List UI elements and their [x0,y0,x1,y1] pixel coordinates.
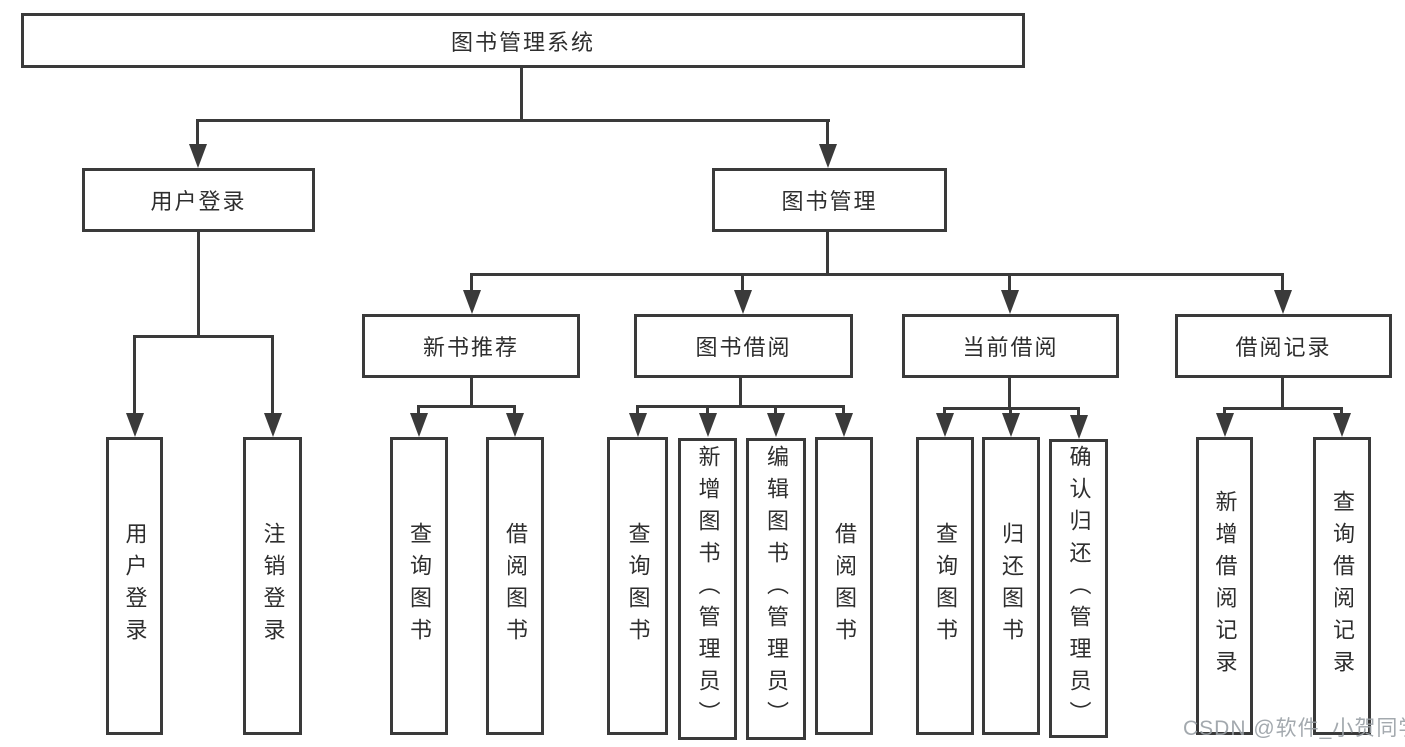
leaf-records-query-record: 查询借阅记录 [1313,437,1371,735]
arrowhead-leaf-login [126,413,144,437]
connector-root-stem [520,68,523,119]
connector-recommend-right [513,405,516,415]
connector-current-3 [1077,407,1080,415]
node-root-system: 图书管理系统 [21,13,1025,68]
arrowhead-current-query [936,413,954,437]
connector-user-login-crossbar [133,335,274,338]
arrowhead-records-add [1216,413,1234,437]
arrowhead-book-mgmt [819,144,837,168]
connector-borrow-2 [706,405,709,415]
arrowhead-borrow-query [629,413,647,437]
node-borrow-records-label: 借阅记录 [1235,335,1332,360]
leaf-current-query-books: 查询图书 [916,437,974,735]
connector-current-2 [1009,407,1012,415]
leaf-recommend-query-books-label: 查询图书 [407,522,432,650]
connector-records-2 [1340,407,1343,415]
leaf-records-query-record-label: 查询借阅记录 [1330,490,1355,682]
connector-to-records [1281,273,1284,293]
leaf-recommend-borrow-books-label: 借阅图书 [503,522,528,650]
node-book-management-label: 图书管理 [781,189,878,214]
leaf-recommend-borrow-books: 借阅图书 [486,437,544,735]
leaf-borrow-add-books-admin-label: 新增图书（管理员） [695,445,721,733]
connector-to-leaf-login [133,335,136,413]
node-borrow-records: 借阅记录 [1175,314,1392,378]
connector-to-recommend [470,273,473,293]
node-current-borrow: 当前借阅 [902,314,1119,378]
connector-borrow-3 [774,405,777,415]
arrowhead-current-return [1002,413,1020,437]
leaf-current-return-books: 归还图书 [982,437,1040,735]
node-book-management: 图书管理 [712,168,947,232]
leaf-user-login: 用户登录 [106,437,163,735]
arrowhead-records [1274,290,1292,314]
arrowhead-records-query [1333,413,1351,437]
connector-to-current [1008,273,1011,293]
csdn-watermark: CSDN @软件_小贺同学 [1183,717,1405,740]
leaf-borrow-borrow-books: 借阅图书 [815,437,873,735]
connector-book-mgmt-crossbar [470,273,1284,276]
node-root-label: 图书管理系统 [450,29,595,55]
arrowhead-user-login [189,144,207,168]
arrowhead-recommend-query [410,413,428,437]
connector-current-1 [943,407,946,415]
connector-borrow-1 [636,405,639,415]
node-book-borrow-label: 图书借阅 [695,335,792,360]
connector-records-1 [1223,407,1226,415]
node-book-borrow: 图书借阅 [634,314,853,378]
arrowhead-current-confirm [1070,415,1088,439]
leaf-current-return-books-label: 归还图书 [999,522,1024,650]
leaf-current-confirm-return-admin: 确认归还（管理员） [1049,439,1108,738]
connector-current-stem [1008,378,1011,407]
arrowhead-current [1001,290,1019,314]
connector-recommend-stem [470,378,473,405]
connector-to-book-mgmt [826,119,829,146]
leaf-borrow-edit-books-admin: 编辑图书（管理员） [746,438,806,740]
arrowhead-recommend [463,290,481,314]
connector-recommend-crossbar [417,405,516,408]
leaf-current-confirm-return-admin-label: 确认归还（管理员） [1066,444,1092,733]
leaf-borrow-add-books-admin: 新增图书（管理员） [678,438,737,740]
connector-to-leaf-logout [271,335,274,413]
connector-records-stem [1281,378,1284,407]
connector-recommend-left [417,405,420,415]
node-user-login: 用户登录 [82,168,315,232]
arrowhead-borrow-borrow [835,413,853,437]
connector-to-user-login [196,119,199,146]
leaf-borrow-query-books-label: 查询图书 [625,522,651,650]
node-current-borrow-label: 当前借阅 [962,335,1059,360]
leaf-current-query-books-label: 查询图书 [933,522,958,650]
node-new-book-recommend-label: 新书推荐 [422,335,519,360]
leaf-borrow-borrow-books-label: 借阅图书 [832,522,857,650]
connector-borrow-crossbar [636,405,845,408]
leaf-recommend-query-books: 查询图书 [390,437,448,735]
connector-records-crossbar [1223,407,1343,410]
leaf-borrow-edit-books-admin-label: 编辑图书（管理员） [764,445,789,733]
arrowhead-leaf-logout [264,413,282,437]
leaf-user-login-label: 用户登录 [122,522,148,650]
arrowhead-borrow [734,290,752,314]
connector-to-borrow [741,273,744,293]
arrowhead-recommend-borrow [506,413,524,437]
leaf-borrow-query-books: 查询图书 [607,437,668,735]
leaf-records-add-record-label: 新增借阅记录 [1212,490,1238,682]
arrowhead-borrow-add [699,413,717,437]
arrowhead-borrow-edit [767,413,785,437]
node-user-login-label: 用户登录 [150,189,247,214]
connector-borrow-stem [739,378,742,405]
leaf-logout: 注销登录 [243,437,302,735]
connector-book-mgmt-stem [826,232,829,273]
leaf-logout-label: 注销登录 [260,522,286,650]
connector-borrow-4 [842,405,845,415]
connector-user-login-stem [197,232,200,338]
node-new-book-recommend: 新书推荐 [362,314,580,378]
connector-root-crossbar [196,119,830,122]
leaf-records-add-record: 新增借阅记录 [1196,437,1253,735]
